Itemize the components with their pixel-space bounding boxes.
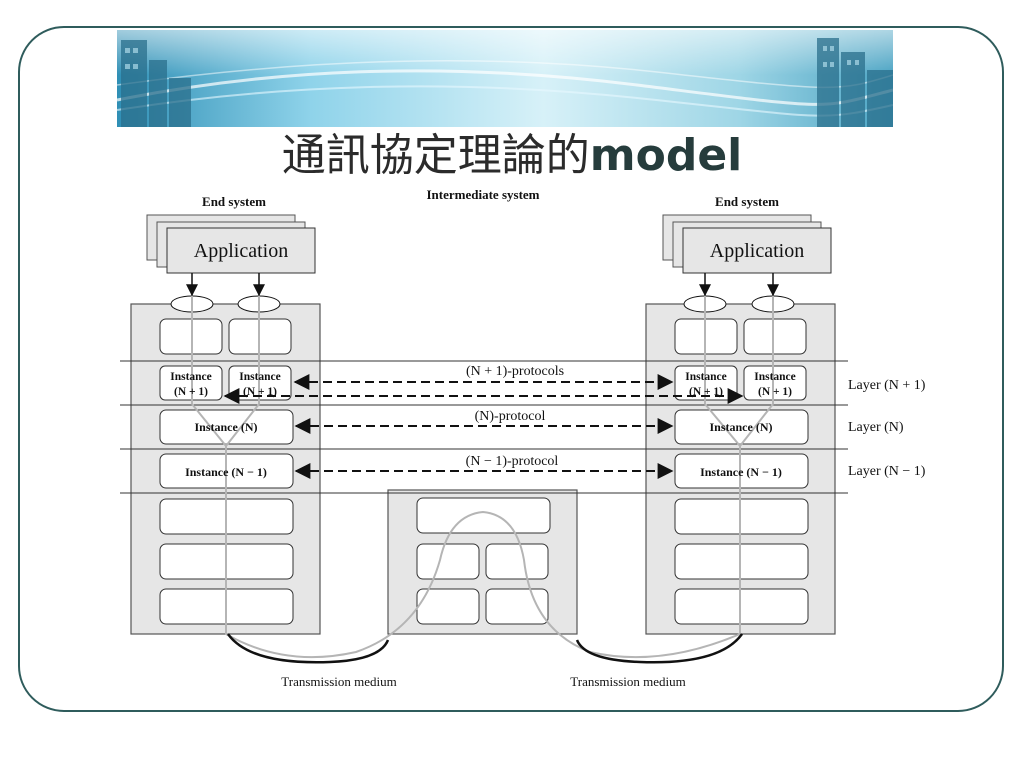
intermediate-system-label: Intermediate system (427, 187, 540, 202)
title-cjk: 通訊協定理論的 (281, 130, 590, 181)
data-flow-path (191, 296, 774, 659)
instance-n-minus-1-label: Instance (N − 1) (700, 465, 782, 479)
layer-n-plus-1-label: Layer (N + 1) (848, 378, 926, 393)
application-left-label: Application (194, 240, 288, 262)
title-latin: model (589, 130, 743, 181)
instance-n-plus-1-box (743, 365, 807, 401)
instance-n-minus-1-box (674, 453, 809, 489)
n-plus-1-protocols-label: (N + 1)-protocols (466, 364, 564, 379)
instance-n-label: Instance (N) (710, 420, 773, 434)
instance-label: Instance (170, 371, 212, 383)
application-left: Application (146, 214, 316, 274)
application-right: Application (662, 214, 832, 274)
end-system-left-label: End system (202, 194, 266, 209)
end-system-right-label: End system (715, 194, 779, 209)
instance-label: Instance (239, 371, 281, 383)
application-right-label: Application (710, 240, 804, 262)
n-protocol-label: (N)-protocol (475, 409, 546, 424)
transmission-medium-right-cable (575, 633, 744, 664)
instance-label: Instance (685, 371, 727, 383)
instance-n-label: Instance (N) (195, 420, 258, 434)
slide-title: 通訊協定理論的model (0, 128, 1024, 184)
banner-graphic (117, 30, 893, 127)
layer-n-minus-1-label: Layer (N − 1) (848, 464, 926, 479)
instance-label: Instance (754, 371, 796, 383)
layer-n-label: Layer (N) (848, 420, 904, 435)
instance-n-minus-1-label: Instance (N − 1) (185, 465, 267, 479)
slide-frame (18, 26, 1004, 712)
transmission-medium-left-cable (226, 633, 390, 664)
transmission-medium-left-label: Transmission medium (281, 674, 396, 689)
header-banner-image (117, 30, 893, 127)
n-minus-1-protocol-label: (N − 1)-protocol (466, 454, 559, 469)
instance-label: (N + 1) (174, 386, 208, 398)
transmission-medium-right-label: Transmission medium (570, 674, 685, 689)
instance-label: (N + 1) (758, 386, 792, 398)
